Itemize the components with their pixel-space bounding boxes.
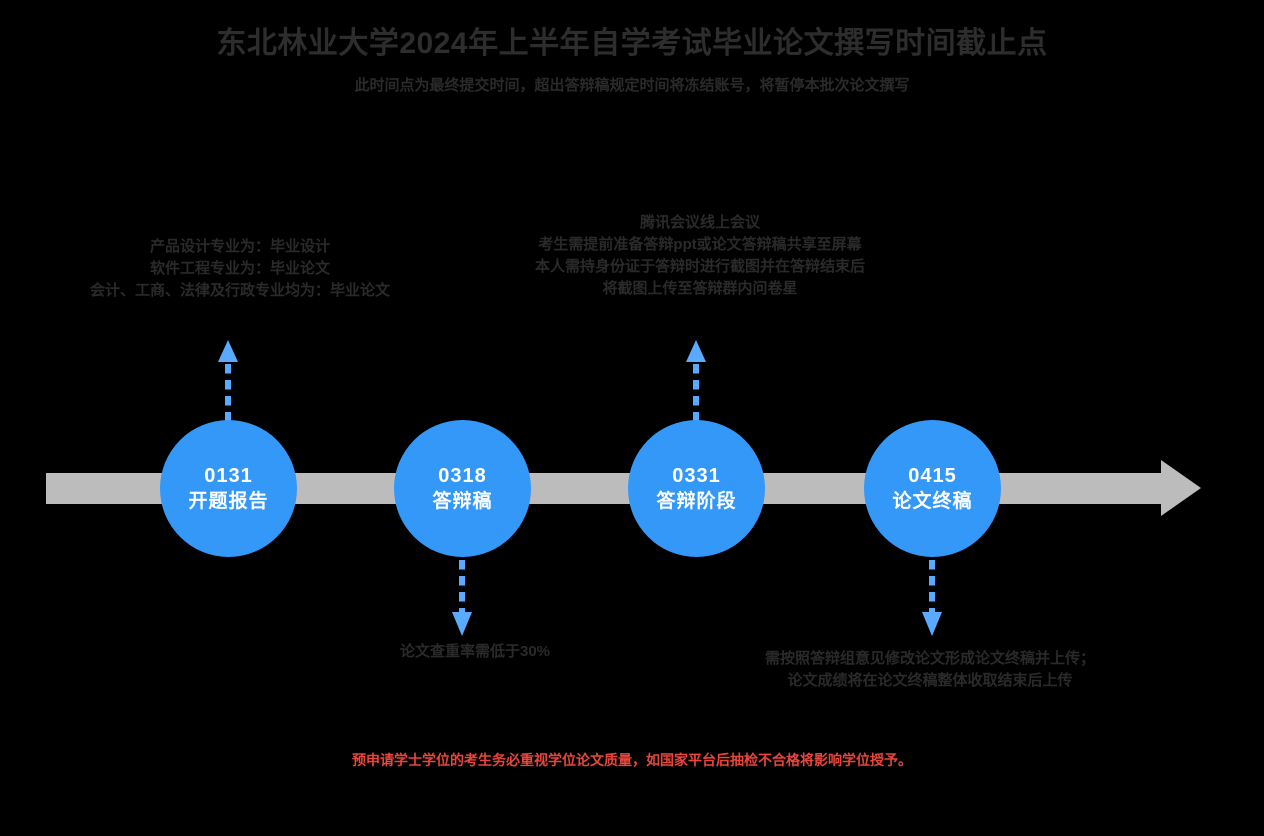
node-label: 答辩阶段 [656, 490, 737, 512]
node-label: 开题报告 [188, 490, 269, 512]
connector-up-arrow-icon [686, 340, 706, 446]
timeline-node-0331[interactable]: 0331 答辩阶段 [628, 420, 765, 557]
annotation-top-middle: 腾讯会议线上会议 考生需提前准备答辩ppt或论文答辩稿共享至屏幕 本人需持身份证… [480, 212, 920, 300]
annotation-line: 考生需提前准备答辩ppt或论文答辩稿共享至屏幕 [538, 236, 862, 253]
connector-down-arrow-icon [452, 556, 472, 636]
arrow-head-up-icon [686, 340, 706, 362]
node-date: 0415 [908, 464, 957, 487]
annotation-bottom-middle: 论文查重率需低于30% [350, 641, 600, 663]
annotation-line: 需按照答辩组意见修改论文形成论文终稿并上传； [764, 650, 1095, 667]
page-title: 东北林业大学2024年上半年自学考试毕业论文撰写时间截止点 [216, 27, 1048, 60]
arrow-head-up-icon [218, 340, 238, 362]
timeline-arrow-right-icon [1161, 460, 1201, 516]
annotation-bottom-right: 需按照答辩组意见修改论文形成论文终稿并上传； 论文成绩将在论文终稿整体收取结束后… [720, 648, 1140, 692]
node-date: 0331 [672, 464, 721, 487]
annotation-line: 会计、工商、法律及行政专业均为：毕业论文 [89, 282, 390, 299]
annotation-line: 将截图上传至答辩群内问卷星 [602, 280, 798, 297]
annotation-line: 腾讯会议线上会议 [639, 214, 760, 231]
timeline-node-0131[interactable]: 0131 开题报告 [160, 420, 297, 557]
node-date: 0131 [204, 464, 253, 487]
timeline-node-0415[interactable]: 0415 论文终稿 [864, 420, 1001, 557]
node-label: 答辩稿 [432, 490, 493, 512]
timeline-node-0318[interactable]: 0318 答辩稿 [394, 420, 531, 557]
dashed-line [929, 556, 935, 612]
annotation-line: 软件工程专业为：毕业论文 [149, 260, 330, 277]
connector-down-arrow-icon [922, 556, 942, 636]
dashed-line [225, 362, 231, 446]
arrow-head-down-icon [922, 612, 942, 636]
arrow-head-down-icon [452, 612, 472, 636]
dashed-line [459, 556, 465, 612]
annotation-line: 论文成绩将在论文终稿整体收取结束后上传 [787, 672, 1073, 689]
footer-warning-text: 预申请学士学位的考生务必重视学位论文质量，如国家平台后抽检不合格将影响学位授予。 [352, 752, 912, 768]
dashed-line [693, 362, 699, 446]
node-date: 0318 [438, 464, 487, 487]
annotation-line: 产品设计专业为：毕业设计 [149, 238, 330, 255]
page-subtitle: 此时间点为最终提交时间，超出答辩稿规定时间将冻结账号，将暂停本批次论文撰写 [354, 77, 910, 94]
node-label: 论文终稿 [892, 490, 973, 512]
annotation-line: 本人需持身份证于答辩时进行截图并在答辩结束后 [534, 258, 865, 275]
annotation-top-left: 产品设计专业为：毕业设计 软件工程专业为：毕业论文 会计、工商、法律及行政专业均… [30, 236, 450, 302]
annotation-line: 论文查重率需低于30% [399, 643, 551, 660]
connector-up-arrow-icon [218, 340, 238, 446]
